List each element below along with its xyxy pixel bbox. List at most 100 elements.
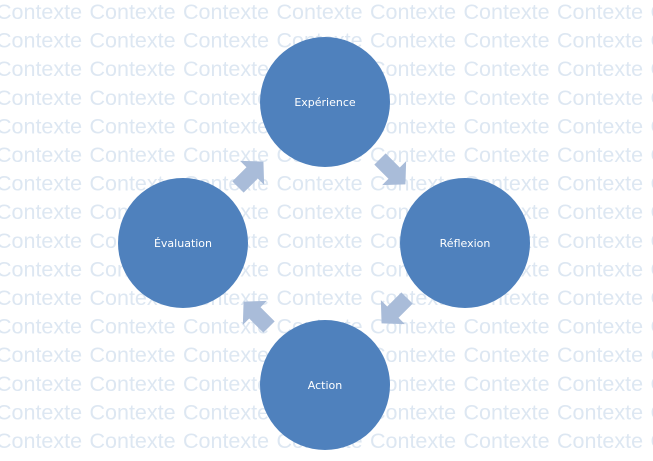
background-word: Contexte <box>557 429 643 453</box>
node-action-label: Action <box>308 379 342 392</box>
background-word: Contexte <box>183 372 269 396</box>
background-word: Contexte <box>183 343 269 367</box>
background-word: Contexte <box>277 257 363 281</box>
background-word: Contexte <box>651 114 653 138</box>
background-word: Contexte <box>557 315 643 339</box>
background-word: Contexte <box>557 57 643 81</box>
background-word: Contexte <box>277 200 363 224</box>
background-word: Contexte <box>557 114 643 138</box>
background-word: Contexte <box>651 172 653 196</box>
background-word: Contexte <box>183 86 269 110</box>
background-word: Contexte <box>183 57 269 81</box>
background-word: Contexte <box>651 143 653 167</box>
background-word: Contexte <box>183 0 269 24</box>
background-word: Contexte <box>90 29 176 53</box>
background-word: Contexte <box>0 429 82 453</box>
background-word: Contexte <box>277 229 363 253</box>
node-evaluation-circle <box>118 178 248 308</box>
background-word: Contexte <box>183 400 269 424</box>
background-word: Contexte <box>0 0 82 24</box>
background-word: Contexte <box>557 343 643 367</box>
background-word: Contexte <box>183 29 269 53</box>
background-word: Contexte <box>464 315 550 339</box>
background-word: Contexte <box>651 429 653 453</box>
background-word: Contexte <box>651 400 653 424</box>
background-word: Contexte <box>464 143 550 167</box>
node-experience-label: Expérience <box>294 96 356 109</box>
background-word: Contexte <box>0 172 82 196</box>
background-word: Contexte <box>557 400 643 424</box>
background-word: Contexte <box>90 400 176 424</box>
background-word: Contexte <box>0 372 82 396</box>
node-reflexion-circle <box>400 178 530 308</box>
background-word: Contexte <box>0 86 82 110</box>
background-word: Contexte <box>557 229 643 253</box>
node-evaluation-label: Évaluation <box>154 237 212 250</box>
background-word: Contexte <box>183 114 269 138</box>
background-word: Contexte <box>557 143 643 167</box>
background-word: Contexte <box>370 29 456 53</box>
node-reflexion-label: Réflexion <box>440 237 491 250</box>
background-word: Contexte <box>651 286 653 310</box>
background-word: Contexte <box>90 114 176 138</box>
background-word: Contexte <box>651 86 653 110</box>
background-word: Contexte <box>464 400 550 424</box>
node-experience-circle <box>260 37 390 167</box>
arrow-evaluation-to-experience <box>232 160 265 193</box>
background-word: Contexte <box>651 372 653 396</box>
cycle-arrows <box>232 153 413 333</box>
background-word: Contexte <box>90 57 176 81</box>
node-action-circle <box>260 320 390 450</box>
background-word: Contexte <box>90 143 176 167</box>
background-word: Contexte <box>183 429 269 453</box>
background-word: Contexte <box>90 372 176 396</box>
background-word: Contexte <box>370 0 456 24</box>
background-word: Contexte <box>0 200 82 224</box>
background-word: Contexte <box>277 0 363 24</box>
background-word: Contexte <box>277 172 363 196</box>
background-word: Contexte <box>557 257 643 281</box>
background-word: Contexte <box>557 0 643 24</box>
background-word: Contexte <box>557 29 643 53</box>
background-word: Contexte <box>0 143 82 167</box>
background-word: Contexte <box>557 286 643 310</box>
background-word: Contexte <box>370 429 456 453</box>
background-word: Contexte <box>0 114 82 138</box>
background-word: Contexte <box>557 372 643 396</box>
background-word: Contexte <box>90 315 176 339</box>
node-experience: Expérience <box>260 37 390 167</box>
background-word: Contexte <box>0 315 82 339</box>
background-word: Contexte <box>0 343 82 367</box>
background-word: Contexte <box>464 57 550 81</box>
background-word: Contexte <box>464 114 550 138</box>
background-word: Contexte <box>90 0 176 24</box>
background-word: Contexte <box>277 286 363 310</box>
node-reflexion: Réflexion <box>400 178 530 308</box>
background-word: Contexte <box>651 29 653 53</box>
background-word: Contexte <box>0 229 82 253</box>
background-word: Contexte <box>0 286 82 310</box>
background-word: Contexte <box>557 172 643 196</box>
background-word: Contexte <box>651 0 653 24</box>
arrow-action-to-evaluation <box>242 300 275 333</box>
background-word: Contexte <box>464 86 550 110</box>
background-word: Contexte <box>464 0 550 24</box>
background-word: Contexte <box>0 400 82 424</box>
background-word: Contexte <box>0 57 82 81</box>
arrow-reflexion-to-action <box>380 292 413 325</box>
background-word: Contexte <box>0 29 82 53</box>
background-word: Contexte <box>90 429 176 453</box>
background-word: Contexte <box>464 343 550 367</box>
arrow-experience-to-reflexion <box>374 153 407 186</box>
background-word: Contexte <box>557 200 643 224</box>
background-word: Contexte <box>464 29 550 53</box>
background-word: Contexte <box>0 257 82 281</box>
background-word: Contexte <box>464 429 550 453</box>
background-word: Contexte <box>651 257 653 281</box>
background-word: Contexte <box>651 200 653 224</box>
background-word: Contexte <box>651 343 653 367</box>
background-word: Contexte <box>651 315 653 339</box>
node-action: Action <box>260 320 390 450</box>
